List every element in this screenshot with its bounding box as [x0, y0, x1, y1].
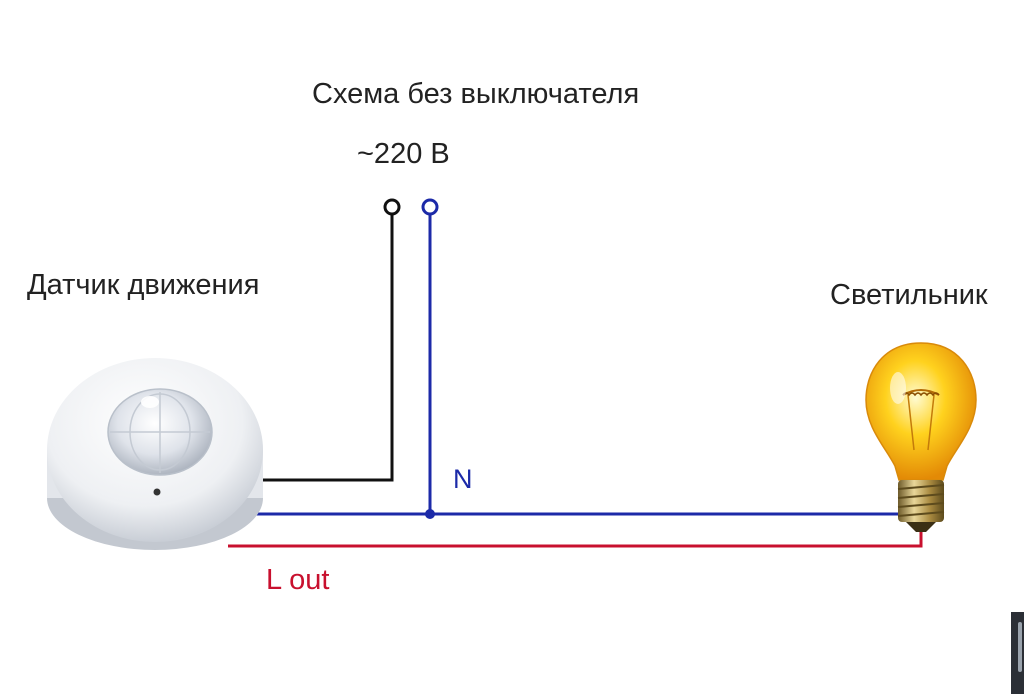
neutral-terminal	[421, 198, 439, 216]
load-wire	[228, 530, 923, 548]
voltage-label: ~220 В	[357, 138, 450, 170]
phase-terminal	[383, 198, 401, 216]
phase-wire	[262, 215, 394, 482]
load-output-label: L out	[266, 564, 330, 596]
motion-sensor-icon	[47, 358, 263, 550]
lamp-label: Светильник	[830, 279, 988, 311]
sensor-label: Датчик движения	[27, 269, 260, 301]
corner-widget	[1011, 612, 1024, 694]
light-bulb-icon	[865, 342, 977, 532]
neutral-junction-dot	[425, 509, 435, 519]
neutral-label: N	[453, 464, 473, 494]
diagram-title: Схема без выключателя	[312, 78, 640, 110]
wires	[228, 198, 923, 548]
